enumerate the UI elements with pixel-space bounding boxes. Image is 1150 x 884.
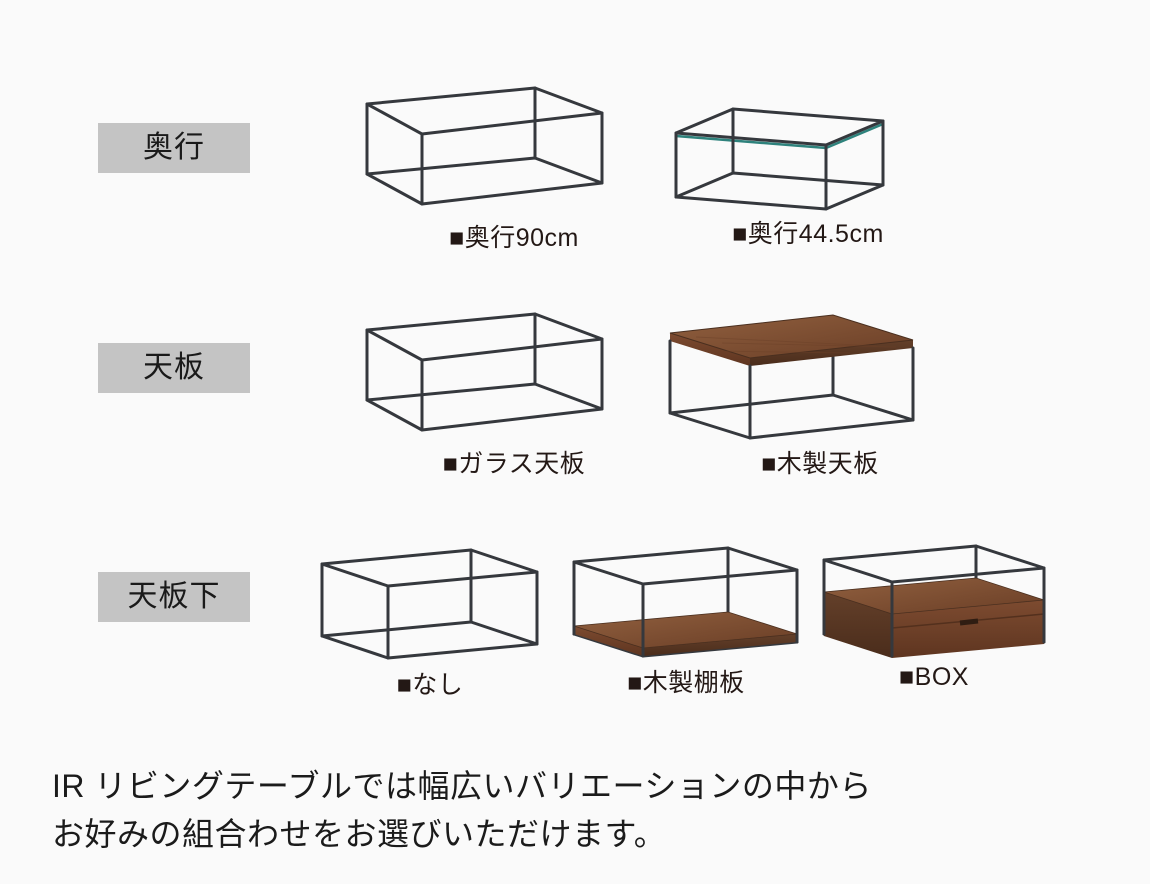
- option-caption: ■ガラス天板: [442, 450, 586, 478]
- option-caption: ■奥行90cm: [449, 224, 579, 252]
- option-caption: ■木製天板: [761, 450, 879, 478]
- option-wood-shelf: ■木製棚板: [570, 543, 802, 699]
- glass-table-depth-44-5-illustration: [674, 107, 885, 211]
- option-depth-44-5: ■奥行44.5cm: [672, 104, 888, 250]
- description-text: IR リビングテーブルでは幅広いバリエーションの中から お好みの組合わせをお選び…: [52, 762, 872, 858]
- option-wood-top: ■木製天板: [667, 310, 917, 480]
- option-no-shelf: ■なし: [318, 545, 542, 701]
- wood-top-table-illustration: [668, 314, 915, 440]
- option-depth-90: ■奥行90cm: [363, 84, 609, 254]
- option-caption: ■木製棚板: [627, 669, 745, 697]
- option-box-drawer: ■BOX: [820, 541, 1048, 692]
- option-caption: ■なし: [396, 671, 464, 699]
- glass-top-table-illustration: [365, 312, 604, 432]
- glass-table-depth-90-illustration: [365, 86, 604, 206]
- option-glass-top: ■ガラス天板: [363, 310, 609, 480]
- category-label-depth: 奥行: [98, 123, 250, 173]
- category-label-under-top: 天板下: [98, 572, 250, 622]
- option-caption: ■BOX: [899, 663, 969, 691]
- description-line-1: IR リビングテーブルでは幅広いバリエーションの中から: [52, 768, 872, 804]
- category-label-top-board: 天板: [98, 343, 250, 393]
- no-shelf-table-illustration: [320, 548, 539, 660]
- wood-shelf-table-illustration: [572, 546, 799, 658]
- box-drawer-table-illustration: [822, 544, 1046, 658]
- option-caption: ■奥行44.5cm: [732, 220, 884, 248]
- description-line-2: お好みの組合わせをお選びいただけます。: [52, 816, 667, 852]
